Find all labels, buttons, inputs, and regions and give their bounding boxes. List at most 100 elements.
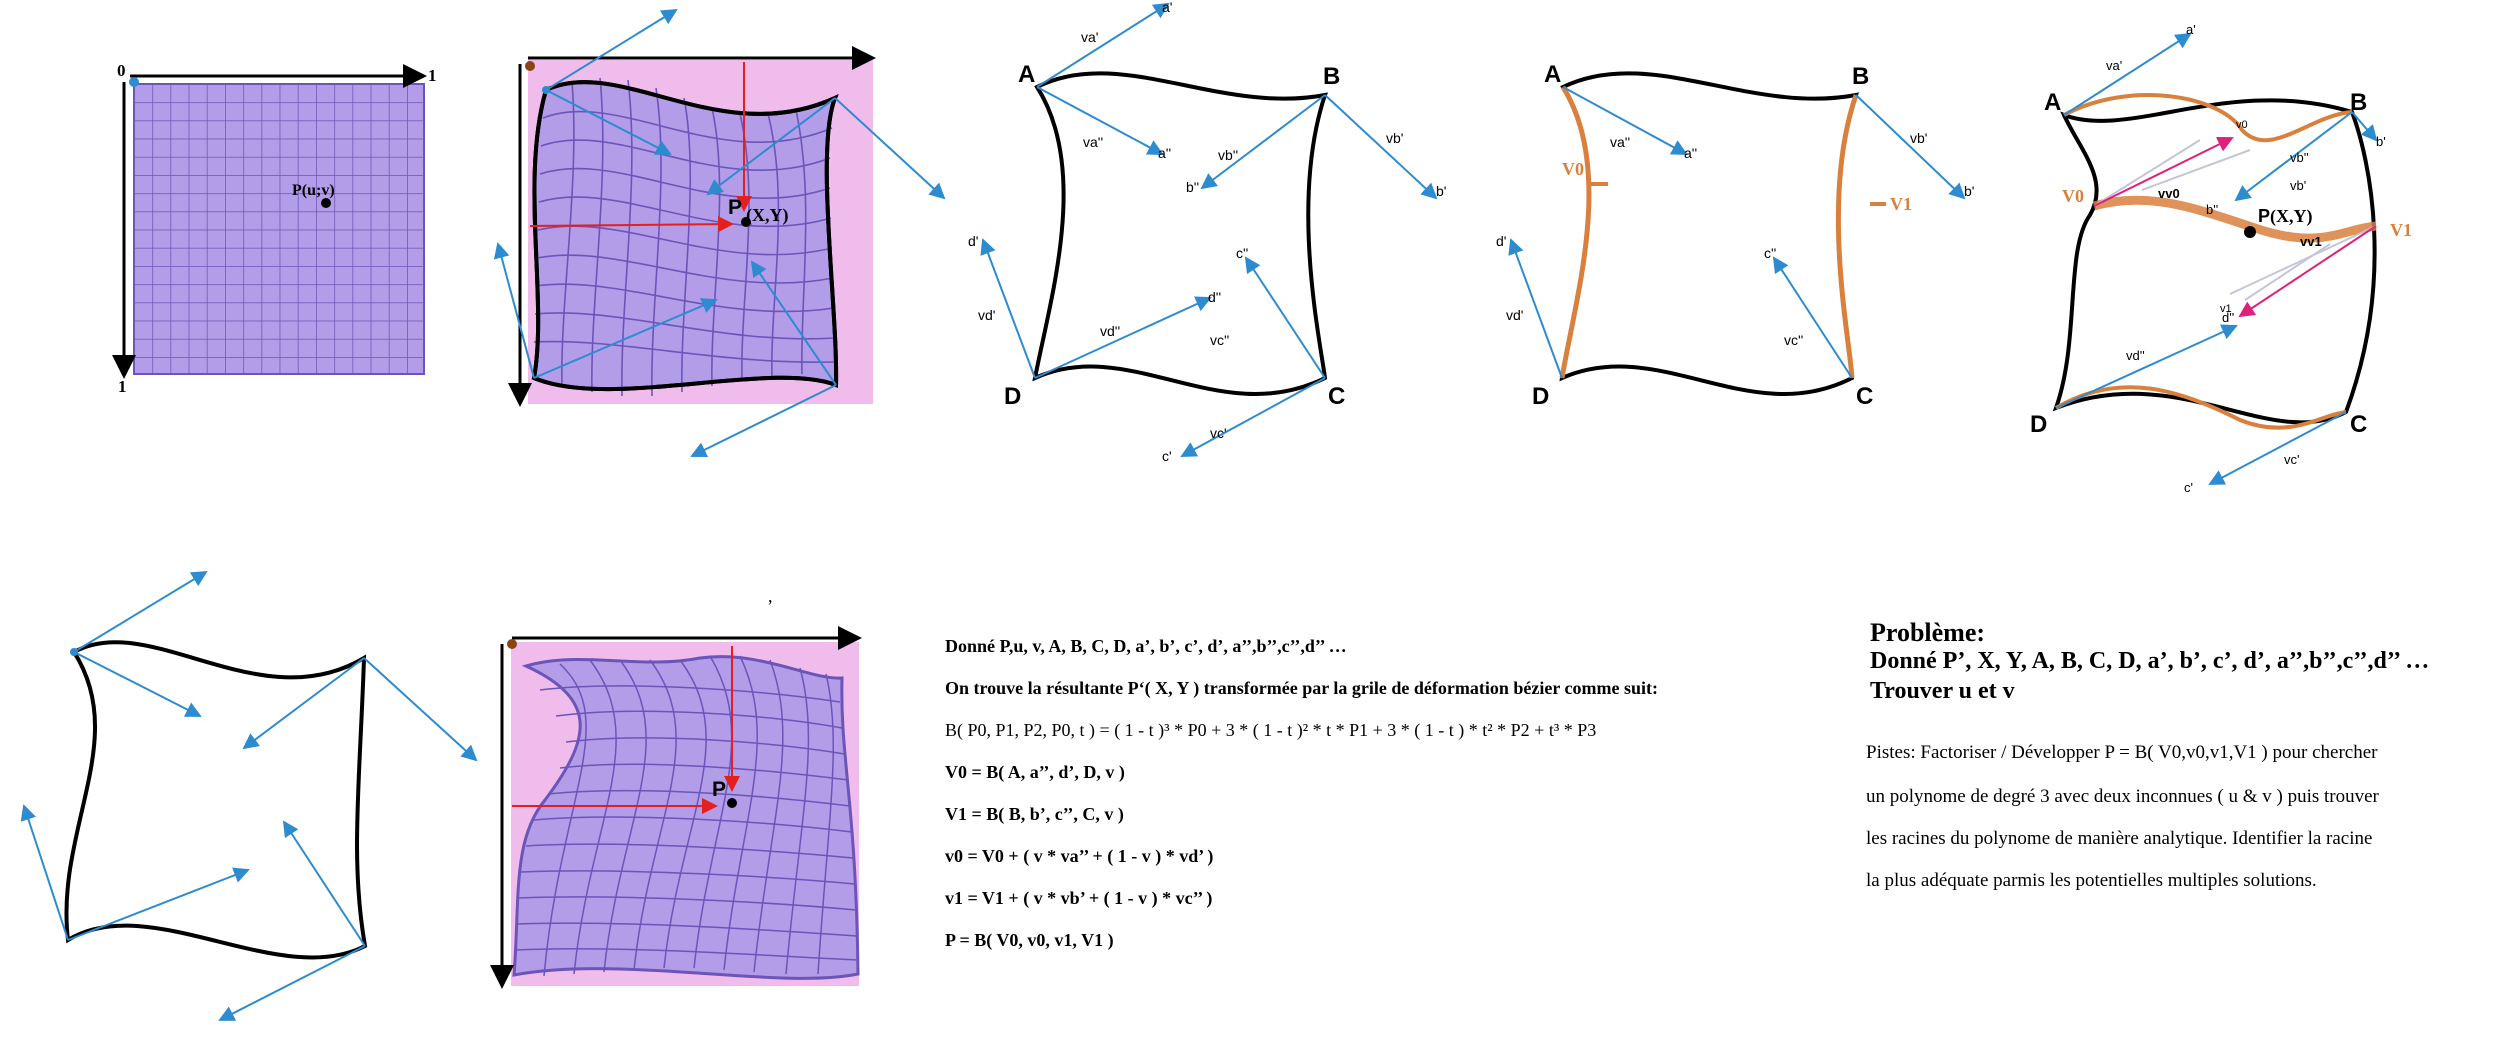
- description-P: P = B( V0, v0, v1, V1 ): [945, 930, 1114, 950]
- label-V1-4: V1: [1890, 194, 1912, 214]
- warped-grid-lines: [533, 77, 836, 397]
- label-vd1-4: vd': [1506, 307, 1523, 323]
- corner-B-5: B: [2350, 89, 2367, 116]
- problem-title: Problème:: [1870, 618, 1986, 647]
- description-v1: v1 = V1 + ( v * vb’ + ( 1 - v ) * vc’’ ): [945, 888, 1213, 908]
- bottom-warped-panel: P: [490, 626, 862, 989]
- label-d2-5: d'': [2222, 310, 2234, 325]
- label-d1-4: d': [1496, 233, 1506, 249]
- red-guide-horizontal: [529, 216, 734, 233]
- bottom-origin-dot: [507, 639, 517, 649]
- description-given: Donné P,u, v, A, B, C, D, a’, b’, c’, d’…: [945, 636, 1347, 656]
- corner-C-5: C: [2350, 411, 2367, 438]
- warp-handles: [493, 8, 946, 457]
- label-V0-5: V0: [2062, 186, 2084, 206]
- corner-D-3: D: [1004, 383, 1021, 410]
- label-V1-5: V1: [2390, 220, 2412, 240]
- warp-origin-dot: [525, 61, 535, 71]
- description-intro: On trouve la résultante P‘( X, Y ) trans…: [945, 678, 1659, 698]
- hint-line-1: Pistes: Factoriser / Développer P = B( V…: [1866, 742, 2378, 763]
- label-vd2-3: vd'': [1100, 323, 1120, 339]
- label-vb2-3: vb'': [1218, 147, 1238, 163]
- label-vd2-5: vd'': [2126, 348, 2145, 363]
- warp-p-label: P: [728, 196, 742, 219]
- curve-bottom-5: [2054, 385, 2347, 430]
- label-b2-5: b'': [2206, 202, 2218, 217]
- unit-grid: [133, 83, 425, 375]
- patch-outline-6: [64, 640, 368, 960]
- corner-C-4: C: [1856, 383, 1873, 410]
- bottom-grid-lines: [514, 655, 859, 977]
- corner-D-5: D: [2030, 411, 2047, 438]
- bottom-p-label: P: [712, 778, 726, 801]
- corner-C-3: C: [1328, 383, 1345, 410]
- corner-B-3: B: [1323, 63, 1340, 90]
- description-V1: V1 = B( B, b’, c’’, C, v ): [945, 804, 1124, 824]
- label-vb1-3: vb': [1386, 130, 1403, 146]
- label-b1-5: b': [2376, 134, 2386, 149]
- patch-outline-3: [1032, 71, 1328, 396]
- label-b1-3: b': [1436, 183, 1446, 199]
- hint-line-3: les racines du polynome de manière analy…: [1866, 828, 2373, 849]
- construction-p-label: P: [2258, 206, 2270, 226]
- label-c2-3: c'': [1236, 245, 1248, 261]
- label-vc1-5: vc': [2284, 452, 2299, 467]
- label-vb2-5: vb'': [2290, 150, 2309, 165]
- curve-V0-4: [1559, 85, 1592, 379]
- stray-comma: ,: [768, 586, 773, 606]
- construction-p-point: [2244, 226, 2256, 238]
- label-c2-4: c'': [1764, 245, 1776, 261]
- problem-given: Donné P’, X, Y, A, B, C, D, a’, b’, c’, …: [1870, 648, 2430, 674]
- label-d1-3: d': [968, 233, 978, 249]
- label-va1-5: va': [2106, 58, 2122, 73]
- label-vb1-5: vb': [2290, 178, 2306, 193]
- bottom-grid-fill: [512, 655, 860, 980]
- corner-B-4: B: [1852, 63, 1869, 90]
- description-bezier: B( P0, P1, P2, P0, t ) = ( 1 - t )³ * P0…: [945, 720, 1597, 740]
- label-vv1-5: vv1: [2300, 234, 2322, 249]
- label-V0-4: V0: [1562, 159, 1584, 179]
- magenta-bottom: [2238, 225, 2377, 318]
- construction-p-coords: (X,Y): [2270, 206, 2313, 227]
- p-uv-label: P(u;v): [292, 182, 335, 199]
- hint-line-2: un polynome de degré 3 avec deux inconnu…: [1866, 786, 2379, 807]
- corner-A-4: A: [1544, 61, 1561, 88]
- description-V0: V0 = B( A, a’’, d’, D, v ): [945, 762, 1125, 782]
- p-uv-point: [321, 198, 331, 208]
- curve-mid-5: [2092, 195, 2377, 243]
- outline-panel: [20, 570, 478, 1021]
- label-v1-5: v1: [2220, 303, 2232, 315]
- patch-outline-5: [2052, 98, 2377, 425]
- origin-dot: [129, 77, 139, 87]
- origin-label: 0: [117, 61, 126, 80]
- y-end-label: 1: [118, 377, 127, 396]
- x-end-label: 1: [428, 66, 437, 85]
- corner-A-5: A: [2044, 89, 2061, 116]
- curve-top-5: [2063, 93, 2353, 143]
- curve-V1-4: [1835, 94, 1859, 379]
- label-d2-3: d'': [1208, 289, 1221, 305]
- label-c1-5: c': [2184, 480, 2193, 495]
- label-a1-3: a': [1162, 0, 1172, 15]
- control-points-panel: A B C D va' a' va'' a'' vb'' b'' vb' b' …: [968, 0, 1446, 464]
- corner-A-3: A: [1018, 61, 1035, 88]
- label-va1-3: va': [1081, 29, 1098, 45]
- warped-grid-panel: P (X,Y): [493, 8, 946, 457]
- patch-outline-4: [1559, 71, 1860, 396]
- label-va2-3: va'': [1083, 134, 1103, 150]
- magenta-top: [2093, 137, 2234, 207]
- label-a2-4: a'': [1684, 145, 1697, 161]
- construction-panel: P (X,Y) A B C D V0 V1 va' a' vb' vb'' b'…: [2030, 22, 2412, 495]
- unit-grid-panel: 0 1 1 P(u;v): [112, 61, 437, 396]
- problem-find: Trouver u et v: [1870, 678, 2015, 704]
- label-v0-5: v0: [2236, 119, 2248, 131]
- description-v0: v0 = V0 + ( v * va’’ + ( 1 - v ) * vd’ ): [945, 846, 1214, 866]
- label-vc1-3: vc': [1210, 425, 1227, 441]
- v0-v1-panel: A B C D V0 V1 va'' a'' vb' b' d' vd' c''…: [1496, 61, 1974, 410]
- hint-line-4: la plus adéquate parmis les potentielles…: [1866, 870, 2317, 891]
- corner-D-4: D: [1532, 383, 1549, 410]
- label-vc2-4: vc'': [1784, 332, 1803, 348]
- label-vd1-3: vd': [978, 307, 995, 323]
- label-va2-4: va'': [1610, 134, 1630, 150]
